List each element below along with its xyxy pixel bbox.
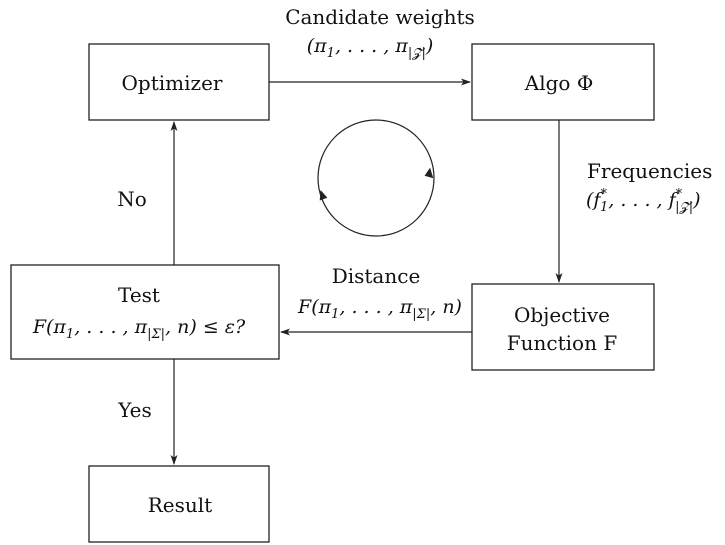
cycle-icon bbox=[317, 119, 435, 237]
result-label: Result bbox=[148, 493, 212, 517]
frequencies-label: Frequencies bbox=[587, 159, 712, 183]
distance-expression: F(π1, . . . , π|Σ|, n) bbox=[297, 296, 462, 322]
test-node: Test F(π1, . . . , π|Σ|, n) ≤ ε? bbox=[10, 264, 280, 360]
test-label: Test bbox=[118, 283, 160, 307]
optimizer-label: Optimizer bbox=[122, 71, 223, 95]
objective-node: Objective Function F bbox=[471, 283, 655, 371]
weights-tuple: (π1, . . . , π|𝓩|) bbox=[307, 35, 434, 61]
optimizer-node: Optimizer bbox=[88, 43, 270, 121]
distance-label: Distance bbox=[332, 264, 421, 288]
algo-node: Algo Φ bbox=[471, 43, 655, 121]
candidate-weights-label: Candidate weights bbox=[285, 5, 475, 29]
objective-label-line1: Objective bbox=[514, 303, 610, 327]
yes-label: Yes bbox=[117, 398, 152, 422]
frequency-tuple: (f*1, . . . , f*|𝓩|) bbox=[586, 187, 701, 215]
test-condition: F(π1, . . . , π|Σ|, n) ≤ ε? bbox=[32, 316, 246, 342]
objective-label-line2: Function F bbox=[507, 331, 618, 355]
result-node: Result bbox=[88, 465, 270, 543]
no-label: No bbox=[117, 187, 147, 211]
algo-label: Algo Φ bbox=[524, 71, 593, 95]
